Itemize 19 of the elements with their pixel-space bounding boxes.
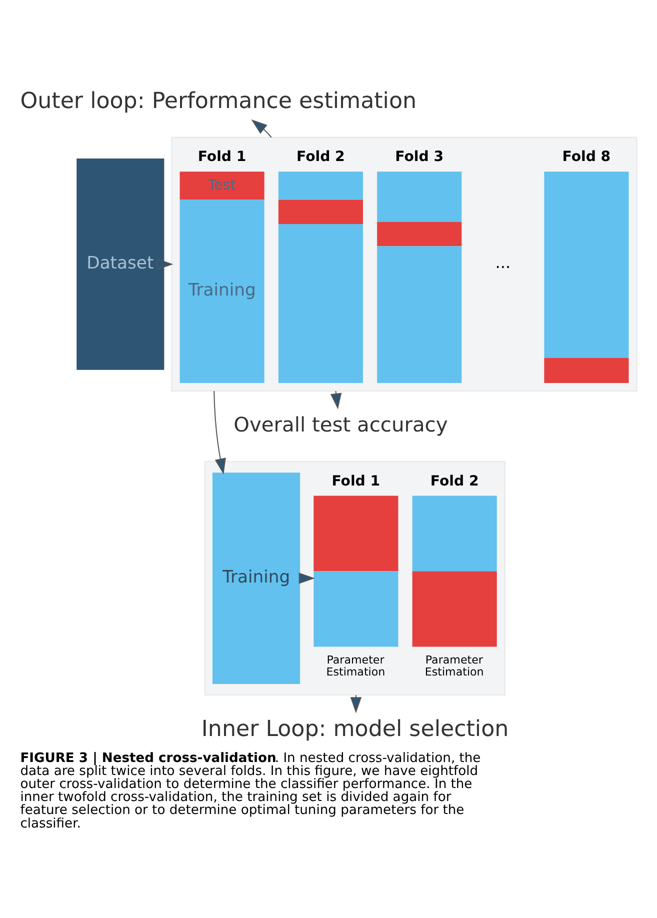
node-label: Fold 3 bbox=[395, 148, 444, 165]
node-text: Outer loop: Performance estimation bbox=[20, 87, 417, 114]
node-label: Fold 2 bbox=[430, 472, 479, 489]
node-label: Fold 2 bbox=[296, 148, 345, 165]
caption: FIGURE 3 | Nested cross-validation. In nested cross-validation, the data are split twice into several folds. In this figure, we have eightfold outer cross-validation to determine the classifier performance. In the inner twofold cross-validation, the training set is divided again for feature selection or to determine optimal tuning parameters for the classifier. bbox=[20, 750, 481, 831]
arrow bbox=[251, 118, 272, 138]
label: ... bbox=[495, 252, 511, 272]
node-text: Overall test accuracy bbox=[234, 412, 448, 436]
node-label: Fold 1 bbox=[198, 148, 246, 165]
node-label: Parameter Estimation bbox=[424, 653, 484, 678]
arrow bbox=[214, 390, 226, 474]
cluster bbox=[171, 136, 638, 392]
node-label: Parameter Estimation bbox=[326, 653, 386, 678]
node-label: Fold 8 bbox=[562, 148, 611, 165]
node-label: Fold 1 bbox=[332, 472, 380, 489]
arrow bbox=[157, 258, 174, 270]
node-text: Inner Loop: model selection bbox=[201, 715, 509, 742]
cluster bbox=[204, 460, 506, 696]
arrow bbox=[330, 390, 342, 409]
